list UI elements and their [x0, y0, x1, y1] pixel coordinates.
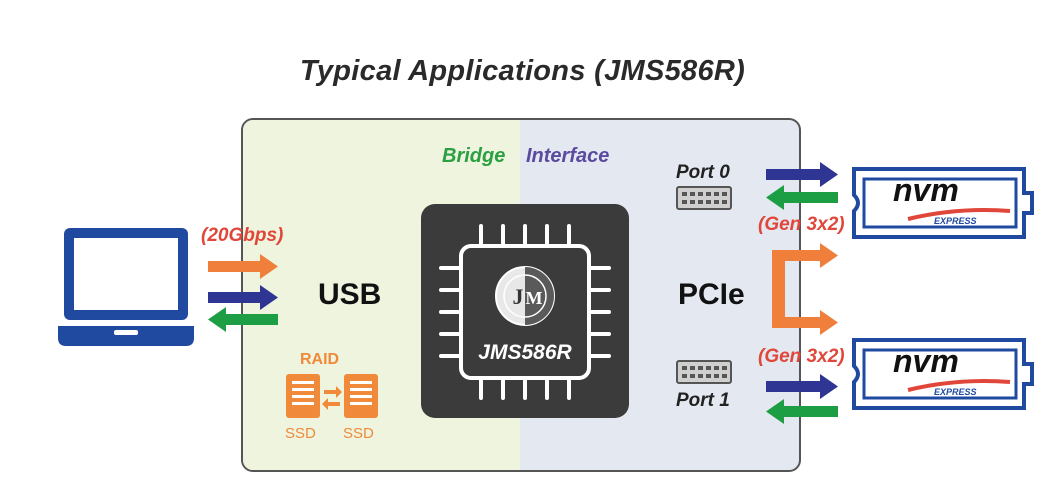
raid-ssd-icon	[286, 374, 378, 418]
chip-icon: J M	[439, 224, 611, 400]
bridge-label: Bridge	[442, 145, 506, 167]
green-arrow-left	[208, 307, 278, 332]
nvme-drive-icon-top	[852, 167, 1034, 239]
pcie-label: PCIe	[678, 278, 745, 311]
usb-speed-label: (20Gbps)	[201, 225, 284, 246]
pcie-arrows	[766, 162, 838, 424]
svg-text:J: J	[513, 284, 524, 309]
green-arrow-top	[766, 185, 838, 210]
ssd-label-right: SSD	[343, 425, 374, 442]
orange-bracket-arrow	[772, 243, 838, 335]
interface-label: Interface	[526, 145, 610, 167]
port-0-label: Port 0	[676, 162, 730, 183]
port-1-label: Port 1	[676, 390, 730, 411]
ssd-label-left: SSD	[285, 425, 316, 442]
chip-name: JMS586R	[478, 341, 572, 364]
express-logo-text-bottom: EXPRESS	[934, 387, 977, 397]
usb-label: USB	[318, 278, 382, 311]
svg-text:M: M	[526, 288, 543, 308]
orange-arrow-right	[208, 254, 278, 279]
blue-arrow-right	[208, 285, 278, 310]
port-0-icon	[676, 186, 732, 210]
gen-label-bottom: (Gen 3x2)	[758, 346, 845, 367]
nvm-logo-text-top: nvm	[893, 172, 959, 208]
diagram-title: Typical Applications (JMS586R)	[299, 55, 746, 87]
blue-arrow-bottom	[766, 374, 838, 399]
usb-arrows	[208, 254, 278, 332]
port-1-icon	[676, 360, 732, 384]
nvme-drive-icon-bottom	[852, 338, 1034, 410]
laptop-icon	[58, 228, 194, 346]
blue-arrow-top	[766, 162, 838, 187]
express-logo-text-top: EXPRESS	[934, 216, 977, 226]
raid-label: RAID	[300, 351, 340, 368]
jm-logo-icon: J M	[495, 266, 555, 326]
gen-label-top: (Gen 3x2)	[758, 214, 845, 235]
green-arrow-bottom	[766, 399, 838, 424]
nvm-logo-text-bottom: nvm	[893, 343, 959, 379]
